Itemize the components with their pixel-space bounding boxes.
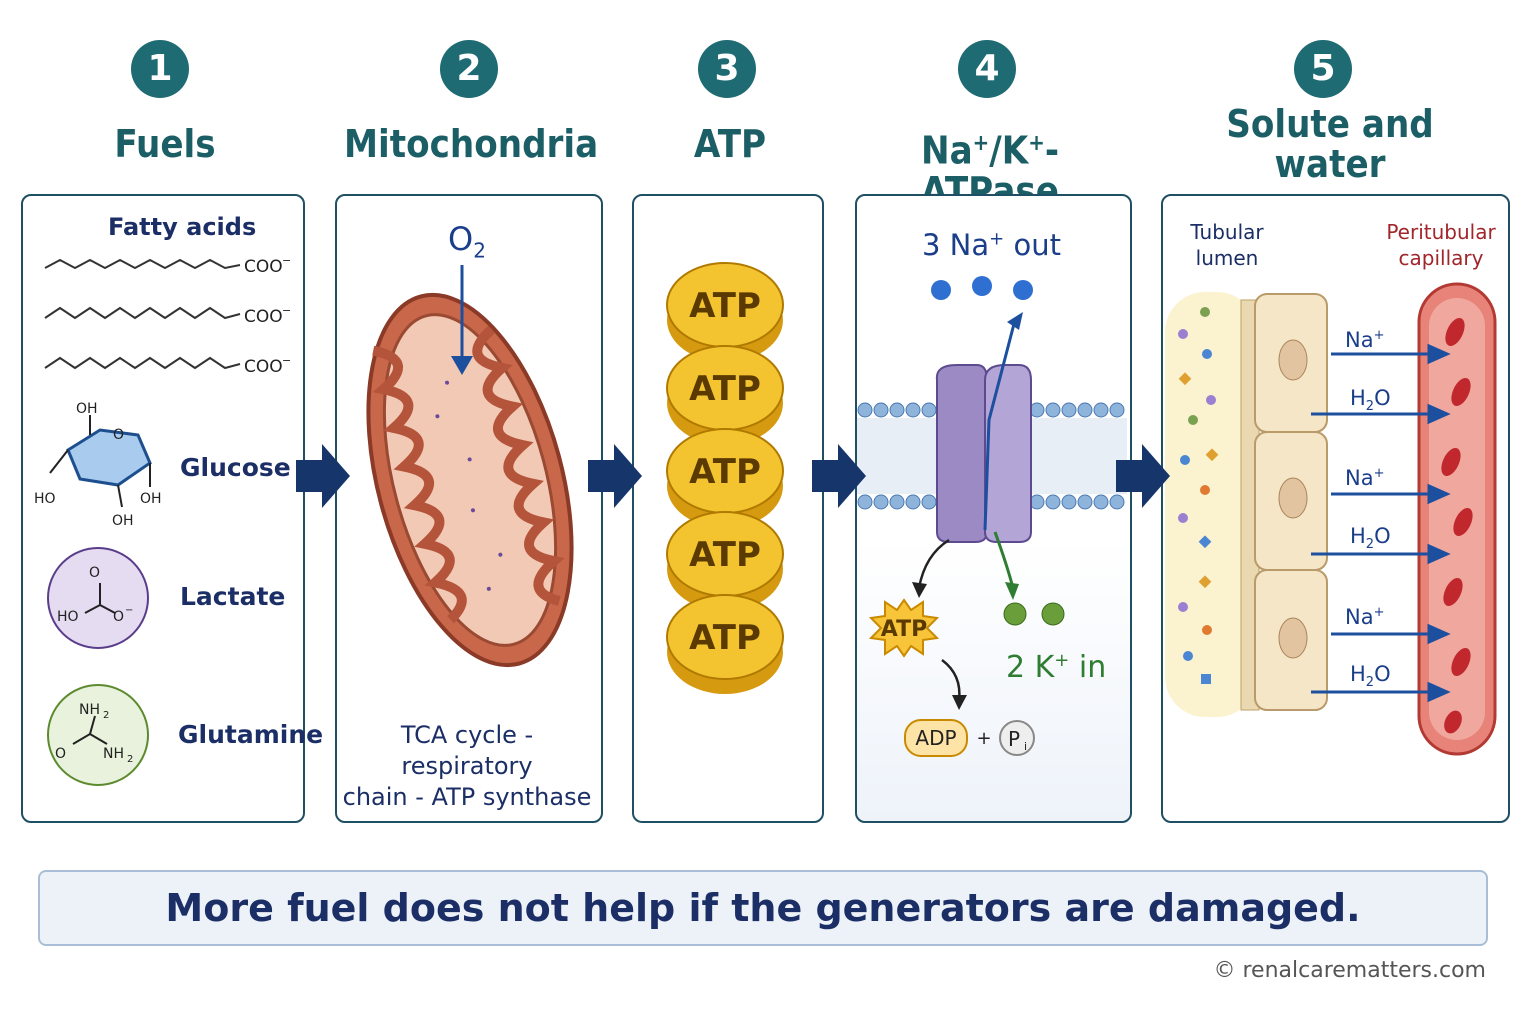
flow-arrow-2-icon bbox=[588, 444, 642, 508]
flow-arrow-3-icon bbox=[812, 444, 866, 508]
svg-text:ATP: ATP bbox=[689, 369, 761, 409]
recovery-illustration bbox=[1165, 282, 1497, 756]
svg-text:NH: NH bbox=[103, 746, 124, 762]
coo-label-3: COO bbox=[244, 357, 283, 377]
svg-text:+: + bbox=[976, 728, 991, 749]
svg-text:−: − bbox=[125, 605, 133, 616]
h2o-arrow-label-1: H2O bbox=[1350, 386, 1391, 415]
h2o-arrow-label-2: H2O bbox=[1350, 524, 1391, 553]
step-3-title: ATP bbox=[693, 122, 767, 166]
step-2-title: Mitochondria bbox=[344, 122, 599, 166]
svg-text:OH: OH bbox=[76, 401, 98, 417]
atp-coin-5: ATP bbox=[666, 594, 784, 694]
svg-text:ATP: ATP bbox=[881, 617, 927, 642]
svg-text:O: O bbox=[113, 609, 124, 625]
glutamine-circle-icon: NH 2 O NH 2 bbox=[47, 684, 149, 786]
step-4-badge: 4 bbox=[958, 40, 1016, 98]
svg-text:P: P bbox=[1008, 727, 1020, 751]
na-ion-icon bbox=[972, 276, 992, 296]
h2o-arrow-label-3: H2O bbox=[1350, 662, 1391, 691]
summary-callout: More fuel does not help if the generator… bbox=[38, 870, 1488, 946]
tubular-lumen-icon bbox=[1165, 292, 1257, 717]
lactate-label: Lactate bbox=[180, 582, 286, 611]
svg-text:ADP: ADP bbox=[915, 726, 956, 750]
atp-coin-4: ATP bbox=[666, 511, 784, 611]
svg-text:−: − bbox=[282, 354, 291, 367]
flow-arrow-4-icon bbox=[1116, 444, 1170, 508]
na-arrow-label-2: Na+ bbox=[1345, 466, 1385, 490]
lactate-circle-icon: O HO O − bbox=[47, 547, 149, 649]
pump-illustration: ATP ADP + P i bbox=[857, 276, 1127, 757]
epithelial-cell-icon bbox=[1254, 431, 1328, 571]
step-5-badge: 5 bbox=[1294, 40, 1352, 98]
svg-text:O: O bbox=[89, 565, 100, 581]
step-3-badge: 3 bbox=[698, 40, 756, 98]
svg-text:HO: HO bbox=[34, 491, 56, 507]
na-out-label: 3 Na+ out bbox=[922, 228, 1061, 262]
atp-coin-1: ATP bbox=[666, 262, 784, 362]
epithelial-cell-icon bbox=[1254, 569, 1328, 711]
na-ion-icon bbox=[931, 280, 951, 300]
svg-text:ATP: ATP bbox=[689, 286, 761, 326]
svg-text:O: O bbox=[113, 427, 124, 443]
na-arrow-label-3: Na+ bbox=[1345, 605, 1385, 629]
glucose-ring-icon: OH O HO OH OH bbox=[34, 401, 162, 529]
svg-text:2: 2 bbox=[127, 754, 133, 765]
pump-subunit-left-icon bbox=[935, 364, 988, 543]
atp-burst-icon bbox=[868, 598, 940, 658]
glutamine-label: Glutamine bbox=[178, 720, 324, 749]
flow-arrow-1-icon bbox=[296, 444, 350, 508]
k-ion-icon bbox=[1041, 602, 1065, 626]
epithelial-cell-icon bbox=[1254, 293, 1328, 433]
svg-text:−: − bbox=[282, 254, 291, 267]
atp-coin-3: ATP bbox=[666, 428, 784, 528]
step-1-title: Fuels bbox=[114, 122, 216, 166]
k-ion-icon bbox=[1003, 602, 1027, 626]
svg-text:NH: NH bbox=[79, 702, 100, 718]
coo-label-2: COO bbox=[244, 307, 283, 327]
k-in-label: 2 K+ in bbox=[1006, 650, 1107, 685]
o2-label: O2 bbox=[448, 220, 486, 263]
na-ion-icon bbox=[1013, 280, 1033, 300]
pump-subunit-right-icon bbox=[984, 364, 1032, 543]
svg-text:ATP: ATP bbox=[689, 452, 761, 492]
copyright-footer: © renalcarematters.com bbox=[1213, 958, 1487, 983]
svg-text:HO: HO bbox=[57, 609, 79, 625]
svg-text:OH: OH bbox=[140, 491, 162, 507]
coo-label-1: COO bbox=[244, 257, 283, 277]
svg-text:ATP: ATP bbox=[689, 618, 761, 658]
atp-coin-2: ATP bbox=[666, 345, 784, 445]
step-2-badge: 2 bbox=[440, 40, 498, 98]
fatty-acid-chains-icon: COO − COO − COO − bbox=[44, 254, 291, 377]
na-arrow-label-1: Na+ bbox=[1345, 328, 1385, 352]
membrane-bilayer-icon bbox=[857, 402, 1125, 510]
glucose-label: Glucose bbox=[180, 453, 291, 482]
svg-text:O: O bbox=[55, 746, 66, 762]
svg-text:2: 2 bbox=[103, 710, 109, 721]
step-1-badge: 1 bbox=[131, 40, 189, 98]
svg-text:−: − bbox=[282, 304, 291, 317]
svg-text:i: i bbox=[1024, 740, 1027, 753]
fatty-acids-label: Fatty acids bbox=[108, 213, 257, 241]
atp-coin-stack: ATP ATP ATP ATP ATP bbox=[666, 262, 784, 694]
svg-text:ATP: ATP bbox=[689, 535, 761, 575]
mitochondrion-icon bbox=[366, 265, 574, 668]
svg-text:OH: OH bbox=[112, 513, 134, 529]
